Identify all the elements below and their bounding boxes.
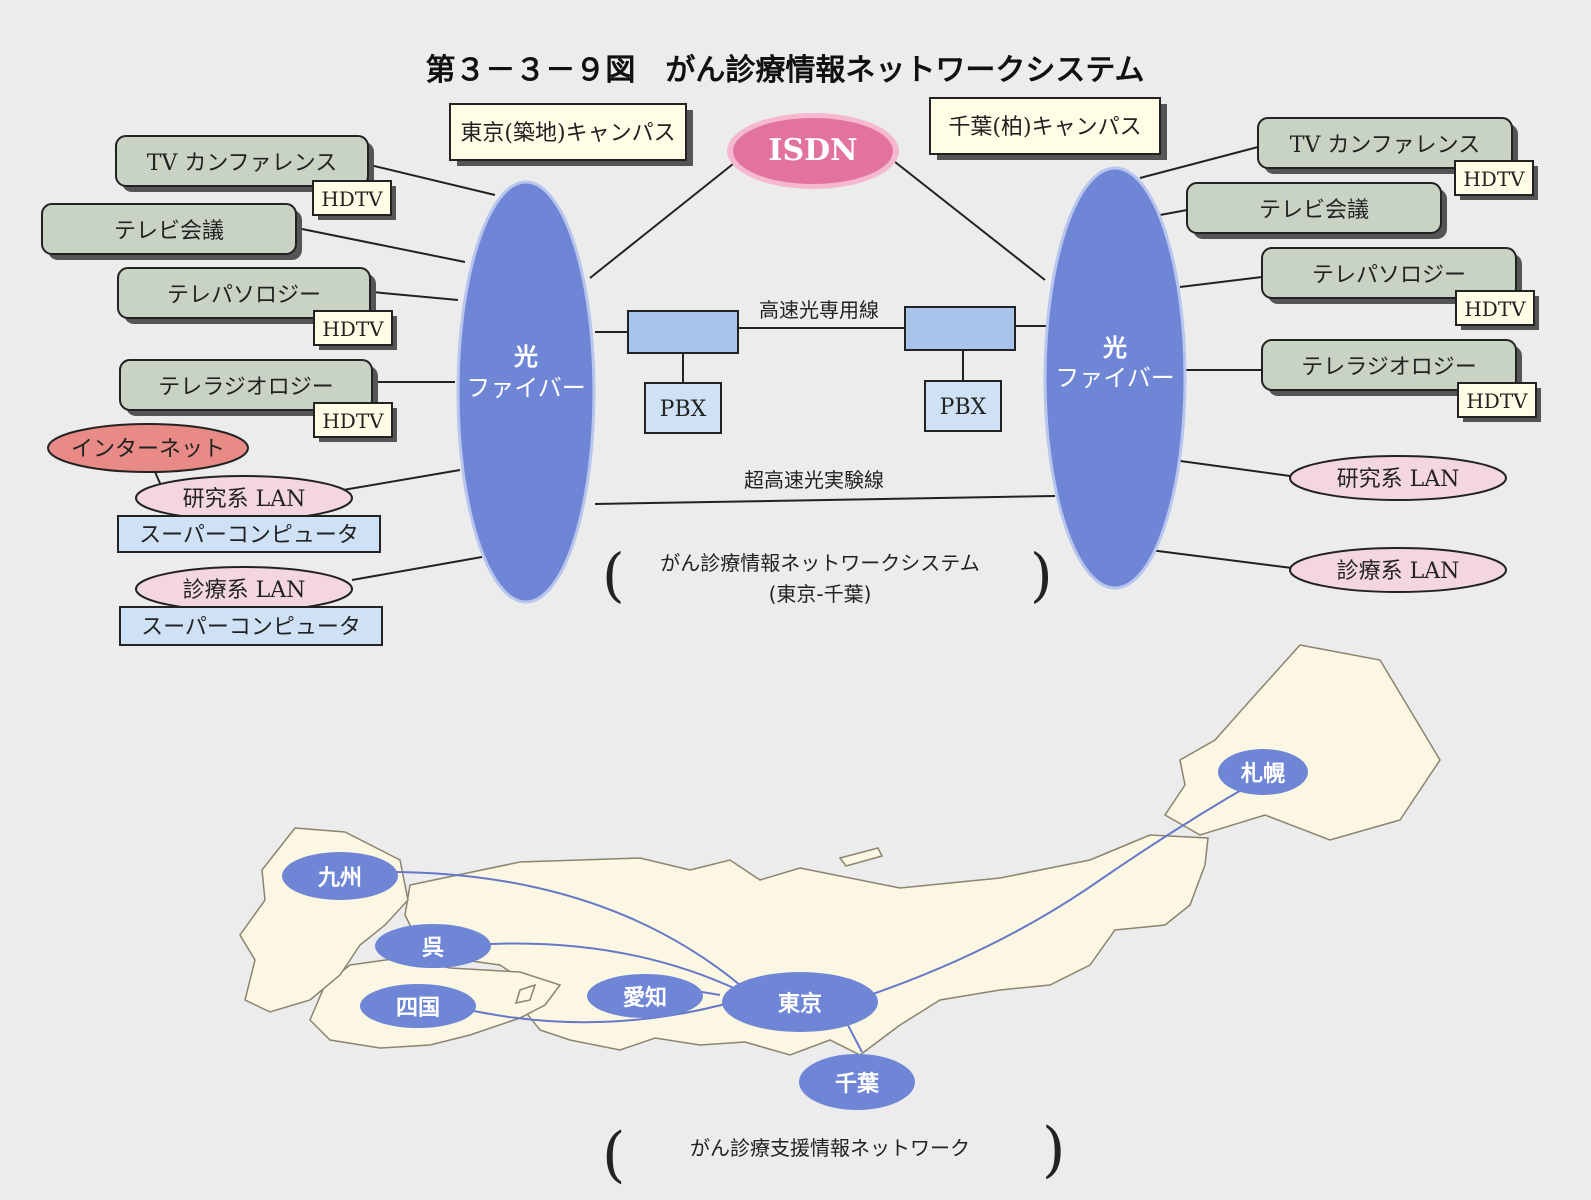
left-clinical-lan: 診療系 LAN — [135, 566, 353, 612]
dedicated-line-label: 高速光専用線 — [759, 298, 879, 322]
left-tv-conference-label: TV カンファレンス — [147, 151, 337, 176]
pbx-right-label: PBX — [940, 395, 987, 420]
right-tv-conference-label: TV カンファレンス — [1290, 133, 1480, 158]
link-shikoku-tokyo — [459, 999, 741, 1024]
right-clinical-lan-label: 診療系 LAN — [1337, 559, 1460, 584]
right-tv-meeting: テレビ会議 — [1186, 182, 1447, 239]
left-supercomputer-2: スーパーコンピュータ — [119, 606, 383, 646]
pbx-right: PBX — [924, 380, 1002, 432]
left-teleradiology-label: テレラジオロジー — [158, 375, 334, 400]
city-sapporo-label: 札幌 — [1240, 761, 1285, 787]
map-land-hokkaido — [1163, 644, 1441, 841]
left-internet: インターネット — [47, 423, 249, 473]
city-kyushu-label: 九州 — [317, 865, 362, 891]
fiber-right-label-1: 光 — [1102, 333, 1127, 362]
isdn-node: ISDN — [727, 113, 899, 189]
isdn-label: ISDN — [768, 133, 857, 168]
left-tv-meeting-label: テレビ会議 — [114, 219, 224, 244]
pbx-right-switch — [904, 306, 1016, 351]
pbx-left-switch — [627, 310, 739, 354]
system-caption-line1: がん診療情報ネットワークシステム — [660, 551, 979, 575]
fiber-right: 光 ファイバー — [1043, 166, 1187, 590]
left-clinical-lan-label: 診療系 LAN — [183, 578, 306, 603]
left-tv-meeting: テレビ会議 — [41, 203, 302, 260]
map-caption-text: がん診療支援情報ネットワーク — [690, 1136, 970, 1160]
caption-paren-close: ) — [1030, 541, 1053, 609]
connection-lines — [154, 146, 1293, 581]
right-telepathology-hdtv: HDTV — [1455, 290, 1539, 330]
campus-chiba-label: 千葉(柏)キャンパス — [948, 115, 1141, 140]
left-telepathology-hdtv: HDTV — [313, 310, 397, 350]
left-telepathology-label: テレパソロジー — [167, 283, 321, 308]
left-supercomputer-1-label: スーパーコンピュータ — [139, 523, 359, 548]
city-sapporo: 札幌 — [1218, 749, 1308, 795]
fiber-left: 光 ファイバー — [456, 180, 596, 604]
system-caption-line2: (東京-千葉) — [769, 582, 872, 606]
right-tv-meeting-label: テレビ会議 — [1259, 198, 1369, 223]
campus-tokyo-label: 東京(築地)キャンパス — [460, 121, 675, 146]
city-tokyo: 東京 — [722, 972, 878, 1032]
right-teleradiology-hdtv-label: HDTV — [1466, 389, 1528, 413]
fiber-left-label-1: 光 — [513, 342, 538, 371]
right-teleradiology-hdtv: HDTV — [1457, 382, 1541, 422]
city-tokyo-label: 東京 — [778, 991, 822, 1017]
left-supercomputer-2-label: スーパーコンピュータ — [141, 615, 361, 640]
city-kure-label: 呉 — [422, 935, 444, 961]
left-teleradiology-hdtv-label: HDTV — [322, 409, 384, 433]
map-land-awaji — [514, 983, 537, 1005]
system-caption: ( ) がん診療情報ネットワークシステム (東京-千葉) — [602, 541, 1053, 609]
left-teleradiology-hdtv: HDTV — [313, 402, 397, 442]
city-aichi-label: 愛知 — [623, 985, 667, 1011]
city-kure: 呉 — [375, 924, 491, 968]
right-tv-conference-hdtv-label: HDTV — [1463, 167, 1525, 191]
left-tv-conference-hdtv-label: HDTV — [321, 187, 383, 211]
city-chiba: 千葉 — [799, 1054, 915, 1110]
left-telepathology-hdtv-label: HDTV — [322, 317, 384, 341]
map-links — [379, 781, 1256, 1053]
map-caption: ( ) がん診療支援情報ネットワーク — [602, 1115, 1065, 1190]
link-kyushu-tokyo — [379, 870, 741, 986]
right-telepathology-label: テレパソロジー — [1312, 263, 1466, 288]
city-shikoku: 四国 — [360, 984, 476, 1028]
map-caption-paren-open: ( — [602, 1120, 625, 1190]
campus-tokyo-box: 東京(築地)キャンパス — [449, 103, 693, 166]
experimental-line-label: 超高速光実験線 — [744, 468, 884, 492]
map-land-sado — [838, 847, 884, 867]
pbx-left-label: PBX — [660, 397, 707, 422]
left-supercomputer-1: スーパーコンピュータ — [117, 515, 381, 553]
city-kyushu: 九州 — [282, 852, 398, 900]
right-clinical-lan: 診療系 LAN — [1289, 547, 1507, 593]
link-kure-tokyo — [469, 942, 739, 991]
japan-map: 札幌 九州 呉 四国 愛知 東京 千葉 — [239, 644, 1441, 1110]
city-aichi: 愛知 — [587, 974, 703, 1018]
caption-paren-open: ( — [602, 541, 625, 609]
right-tv-conference-hdtv: HDTV — [1454, 160, 1538, 200]
link-tokyo-sapporo — [869, 781, 1256, 996]
left-tv-conference-hdtv: HDTV — [312, 180, 396, 220]
left-internet-label: インターネット — [71, 437, 225, 462]
right-research-lan: 研究系 LAN — [1289, 455, 1507, 501]
fiber-left-label-2: ファイバー — [466, 374, 586, 402]
left-research-lan: 研究系 LAN — [135, 475, 353, 521]
pbx-left: PBX — [644, 382, 722, 434]
right-telepathology-hdtv-label: HDTV — [1464, 297, 1526, 321]
right-teleradiology-label: テレラジオロジー — [1301, 355, 1477, 380]
figure-title: 第３－３－９図 がん診療情報ネットワークシステム — [425, 53, 1144, 88]
map-caption-paren-close: ) — [1042, 1115, 1065, 1185]
fiber-right-label-2: ファイバー — [1055, 364, 1175, 392]
city-chiba-label: 千葉 — [835, 1071, 880, 1097]
left-tv-conference: TV カンファレンス — [115, 135, 374, 192]
right-research-lan-label: 研究系 LAN — [1337, 467, 1460, 492]
campus-chiba-box: 千葉(柏)キャンパス — [929, 97, 1167, 160]
left-research-lan-label: 研究系 LAN — [183, 487, 306, 512]
city-shikoku-label: 四国 — [396, 995, 440, 1021]
